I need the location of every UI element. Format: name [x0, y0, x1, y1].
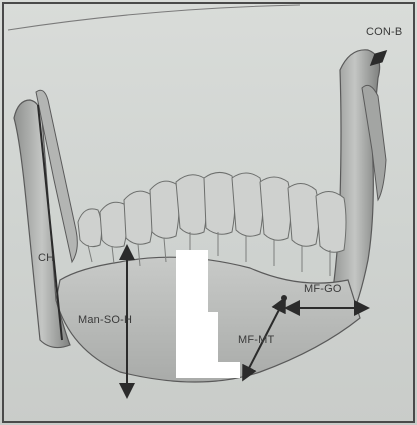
mf-mt-label: MF-MT — [238, 334, 274, 346]
page-edge-line — [8, 5, 300, 30]
ch-label: CH — [38, 252, 54, 264]
tooth-row — [78, 172, 346, 252]
man-so-h-label: Man-SO-H — [78, 314, 132, 326]
redacted-region-foot — [214, 362, 240, 378]
mental-foramen-marker — [281, 295, 287, 301]
mf-go-label: MF-GO — [304, 283, 342, 295]
con-b-label: CON-B — [366, 26, 402, 38]
